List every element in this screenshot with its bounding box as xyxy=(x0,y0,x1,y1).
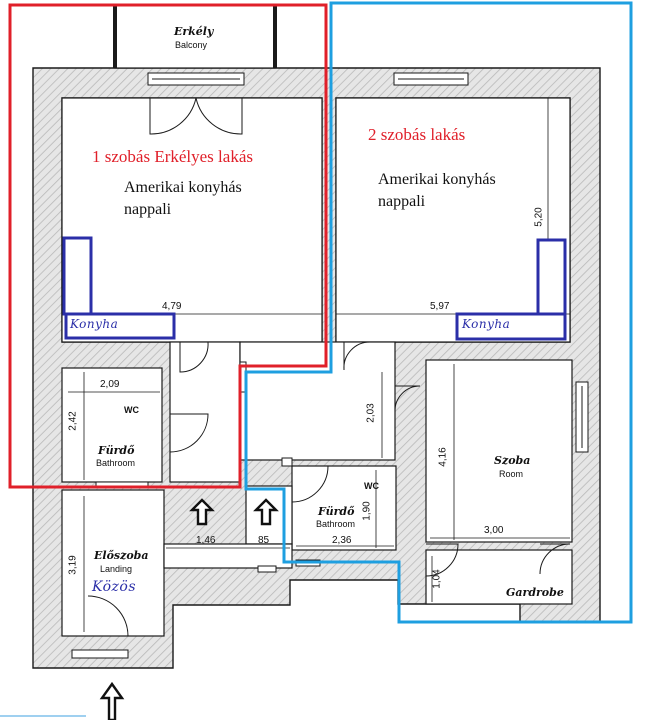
interior-doors xyxy=(87,341,571,637)
living-room-2 xyxy=(335,97,571,343)
kitchen-1-box xyxy=(64,312,176,340)
room-height-dim: 4,16 xyxy=(437,447,449,467)
bathroom-2-title: Fürdő xyxy=(318,505,355,518)
bathroom-2-wc: WC xyxy=(364,481,379,491)
apartment-1-width-dim: 4,79 xyxy=(162,301,182,312)
landing-height-dim: 3,19 xyxy=(67,555,79,575)
kitchen-1-label: Konyha xyxy=(70,317,119,331)
windows xyxy=(71,72,589,659)
bathroom-1-wc: WC xyxy=(124,405,139,415)
room-title: Szoba xyxy=(494,454,531,467)
arrow-up-icon xyxy=(189,498,215,526)
apartment-1-outline xyxy=(8,3,328,489)
entry-arrows xyxy=(99,498,279,720)
landing-subtitle: Landing xyxy=(100,564,133,574)
apartment-2-title: 2 szobás lakás xyxy=(368,125,466,144)
landing-title: Előszoba xyxy=(94,549,149,562)
apartment-2-outline xyxy=(244,1,633,624)
landing-shared-label: Közös xyxy=(92,579,137,595)
bathroom-2-subtitle: Bathroom xyxy=(316,519,356,529)
kitchen-outlines xyxy=(62,236,567,341)
corridor-right-dim: 85 xyxy=(258,535,270,546)
apartment-2-depth-dim: 5,20 xyxy=(533,207,545,227)
bathroom-1-title: Fürdő xyxy=(98,444,135,457)
kitchen-2-label: Konyha xyxy=(462,317,511,331)
arrow-up-icon xyxy=(253,498,279,526)
bathroom-2-width-dim: 2,36 xyxy=(332,535,352,546)
hall-height-dim: 2,03 xyxy=(365,403,377,423)
balcony-title: Erkély xyxy=(174,25,214,38)
wardrobe-height-dim: 1,04 xyxy=(431,569,443,589)
lower-rooms xyxy=(61,341,573,637)
living-room-1 xyxy=(61,97,323,343)
kitchen-2-box xyxy=(455,312,567,341)
balcony-door xyxy=(147,72,245,135)
arrow-up-icon xyxy=(99,681,125,720)
room-width-dim: 3,00 xyxy=(484,525,504,536)
apartment-2-width-dim: 5,97 xyxy=(430,301,450,312)
balcony-subtitle: Balcony xyxy=(175,40,208,50)
bathroom-1-height-dim: 2,42 xyxy=(67,411,79,431)
apartment-1-living-room-line1: Amerikai konyhás xyxy=(124,179,242,196)
bathroom-1-subtitle: Bathroom xyxy=(96,458,136,468)
bathroom-2-height-dim: 1,90 xyxy=(361,501,373,521)
bathroom-1-width-dim: 2,09 xyxy=(100,379,120,390)
apartment-1-living-room-line2: nappali xyxy=(124,201,172,218)
room-subtitle: Room xyxy=(499,469,524,479)
corridor-left-dim: 1,46 xyxy=(196,535,216,546)
wardrobe-title: Gardrobe xyxy=(506,586,564,599)
apartment-2-living-room-line2: nappali xyxy=(378,193,426,210)
apartment-2-living-room-line1: Amerikai konyhás xyxy=(378,171,496,188)
balcony xyxy=(113,4,277,69)
apartment-1-title: 1 szobás Erkélyes lakás xyxy=(92,147,253,166)
